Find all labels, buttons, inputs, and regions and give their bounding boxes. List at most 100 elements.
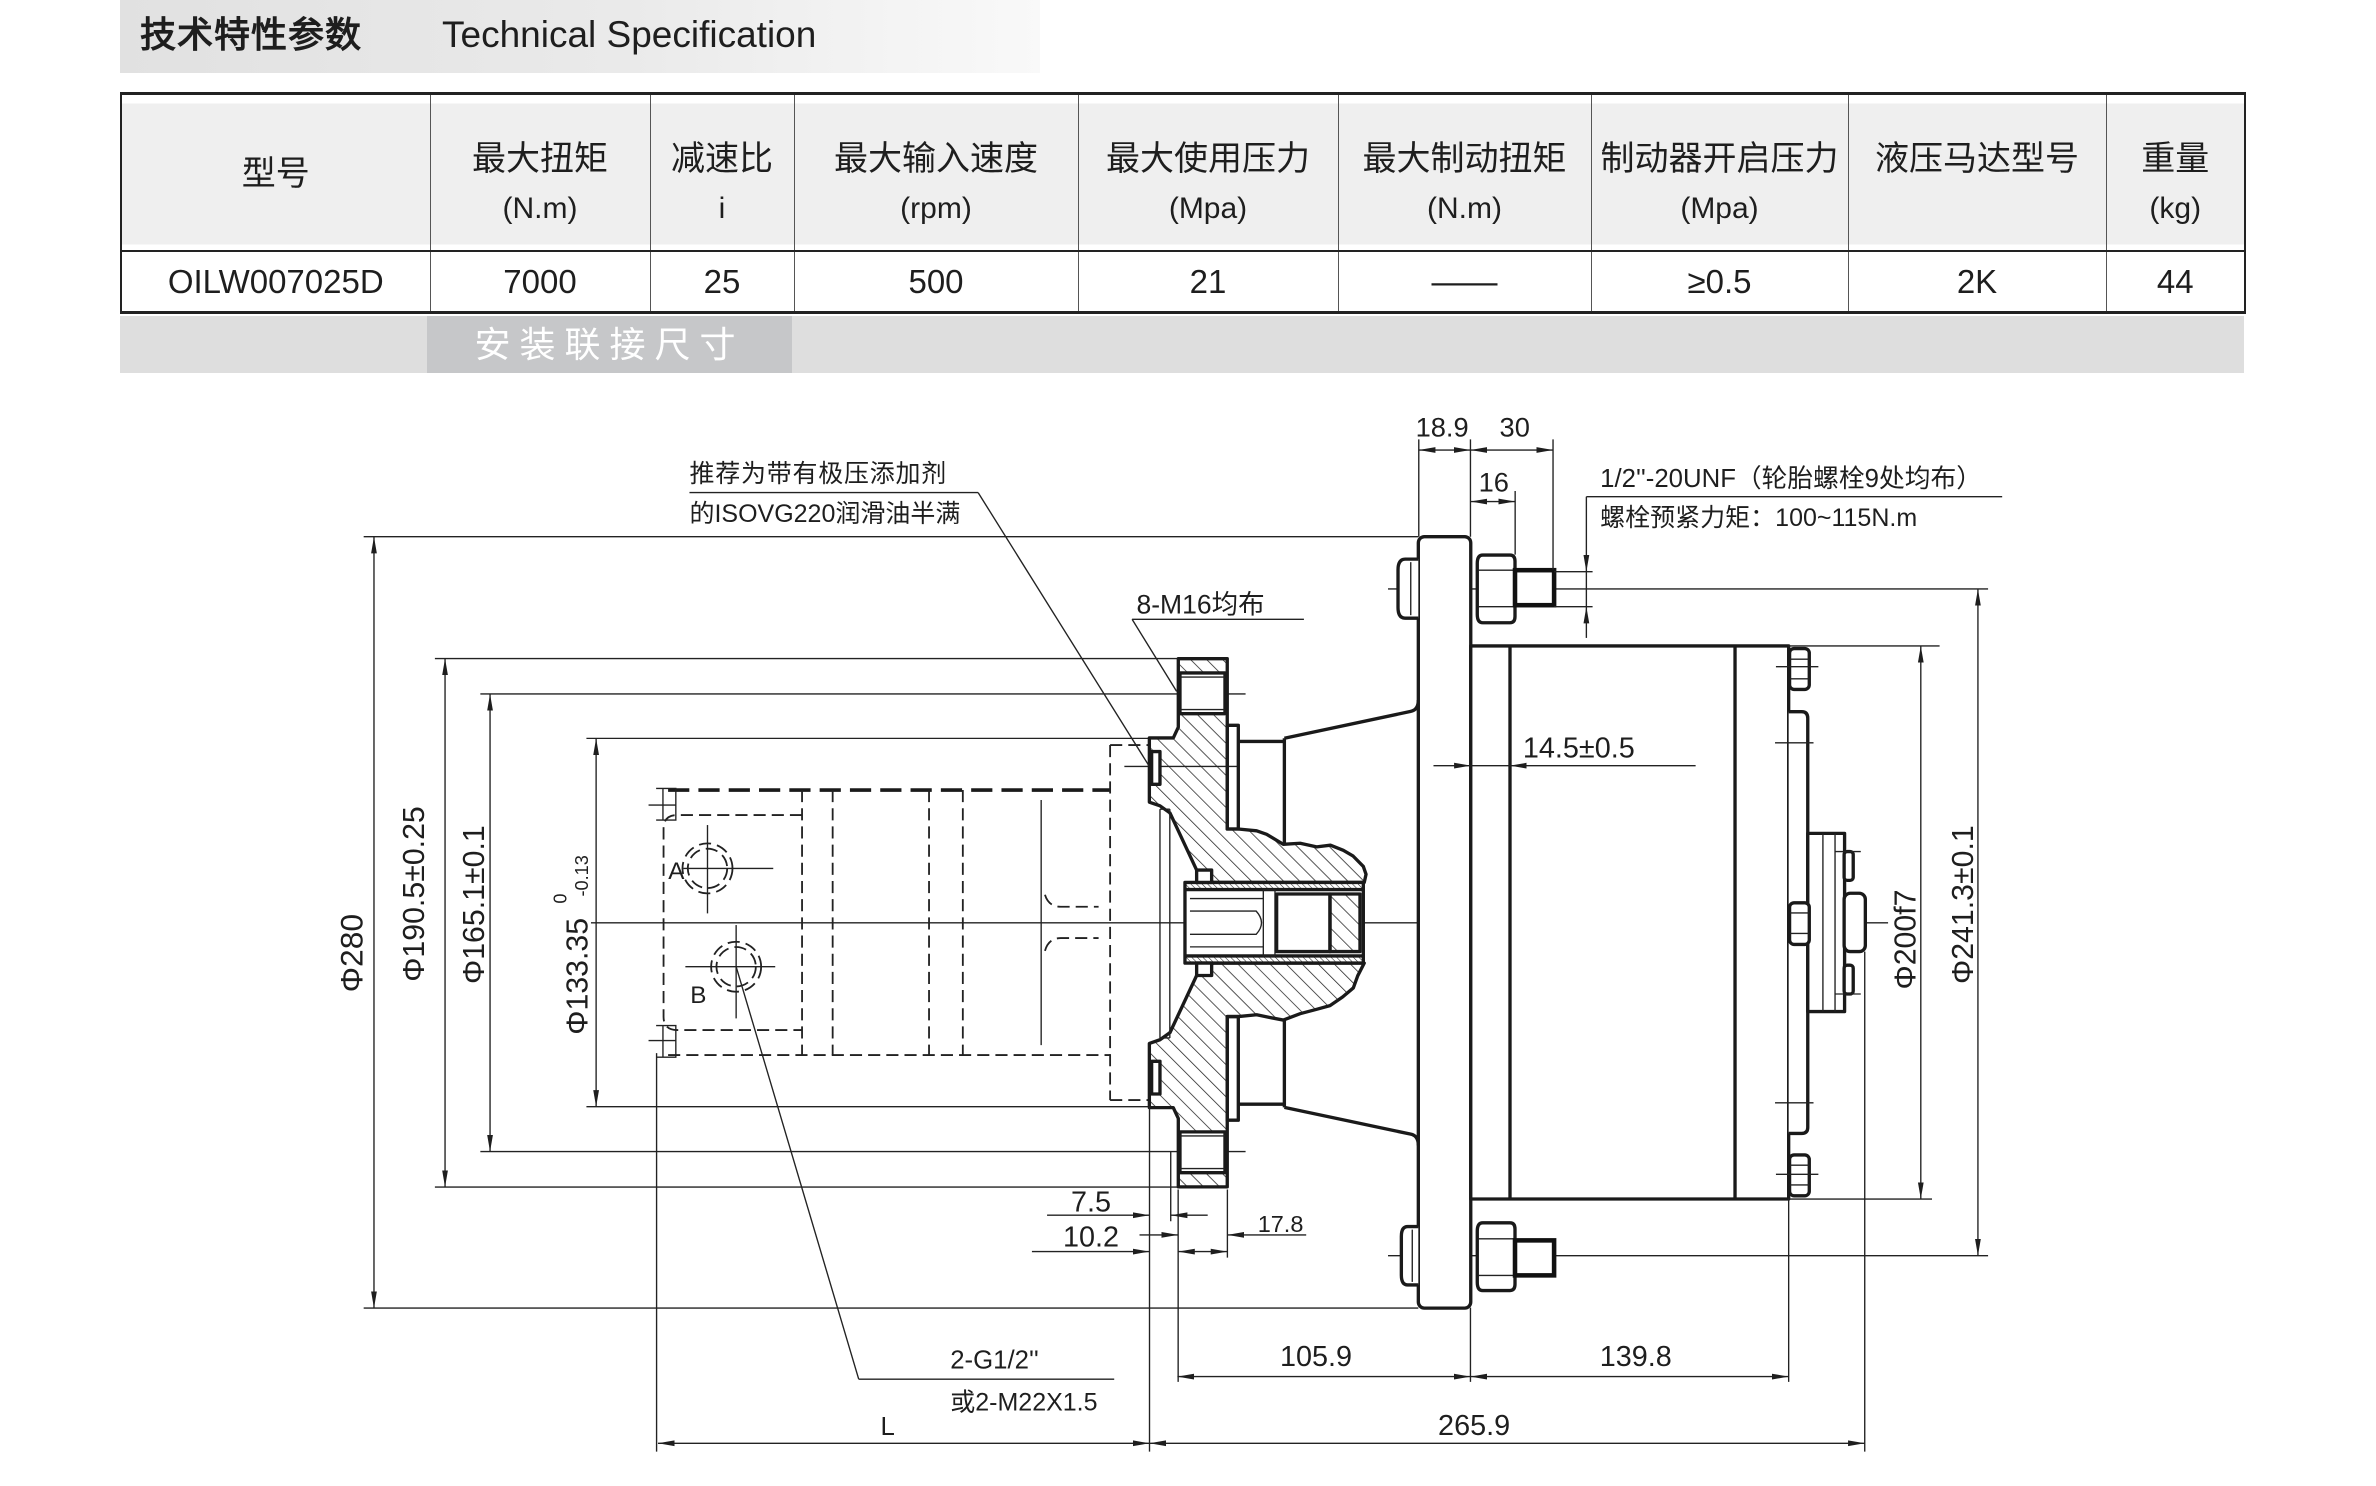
dim-label-d200f7: Φ200f7 (1889, 889, 1922, 989)
bolt-facets (1789, 1164, 1810, 1186)
installation-section-title: 安装联接尺寸 (427, 316, 792, 373)
ports-spec-line2: 或2-M22X1.5 (950, 1389, 1097, 1417)
column-label: 液压马达型号 (1875, 140, 2079, 178)
port-a: A (668, 825, 774, 914)
dim-label-105-9: 105.9 (1280, 1341, 1352, 1373)
column-header-brake-release-pressure: 制动器开启压力 (Mpa) (1590, 93, 1849, 251)
port-callout-leader (735, 966, 860, 1380)
motor-shaft-seal (1044, 894, 1099, 952)
column-header-motor-model: 液压马达型号 (1847, 93, 2107, 251)
table-row: OILW007025D 7000 25 500 21 —— ≥0.5 2K 44 (120, 250, 2246, 313)
end-cover-screw (1842, 849, 1855, 883)
column-unit: (Mpa) (1168, 192, 1248, 225)
ring-face-top (1225, 723, 1240, 831)
lubricant-note-line2: 的ISOVG220润滑油半满 (689, 500, 960, 528)
column-header-max-torque: 最大扭矩 (N.m) (429, 93, 651, 251)
cell-model: OILW007025D (120, 250, 431, 313)
end-cover-hub (1806, 831, 1847, 1014)
sleeve-key-top (1194, 868, 1214, 885)
bottom-dimensions: 7.5 10.2 17.8 105.9 139.8 265.9 L (655, 951, 1866, 1452)
top-dimensions: 18.9 30 16 (1416, 411, 1554, 570)
sleeve-key-bottom (1194, 961, 1214, 978)
left-diameter-dimensions: Φ280 Φ190.5±0.25 Φ165.1±0.1 Φ133.35 0 -0… (334, 536, 1419, 1309)
dim-label-139-8: 139.8 (1600, 1341, 1672, 1373)
end-cover-hub-lines (1822, 833, 1836, 1012)
column-label: 制动器开启压力 (1600, 140, 1839, 178)
end-cover-bolt-middle (1787, 901, 1811, 947)
wheel-flange (1396, 535, 1557, 1310)
brake-housing (1469, 644, 1791, 1201)
cell-max-brake-torque: —— (1337, 250, 1592, 313)
cell-max-pressure: 21 (1077, 250, 1339, 313)
wheel-stud-bottom (1512, 1238, 1557, 1278)
column-label: 最大输入速度 (834, 140, 1038, 178)
dimension-14-5: 14.5±0.5 (1433, 733, 1696, 769)
wheel-nut-facets (1478, 569, 1515, 608)
motor-cap-bracket-top (648, 787, 677, 821)
column-unit: (rpm) (900, 192, 972, 225)
cell-max-torque: 7000 (429, 250, 651, 313)
dim-label-d190: Φ190.5±0.25 (398, 806, 431, 982)
sleeve-hatch-bottom (1186, 956, 1362, 963)
port-callout: 2-G1/2'' 或2-M22X1.5 (735, 966, 1115, 1417)
spigot-bore-lines (1159, 808, 1171, 1039)
column-unit: (N.m) (502, 192, 578, 225)
dim-label-d133-lower-tol: -0.13 (572, 855, 592, 896)
sleeve-plug (1328, 892, 1362, 954)
right-diameter-dimensions: Φ200f7 Φ241.3±0.1 (1788, 588, 1981, 1256)
end-cover-screw (1842, 963, 1855, 996)
cell-brake-release-pressure: ≥0.5 (1590, 250, 1849, 313)
dim-label-18-9: 18.9 (1416, 411, 1469, 442)
top-ext-lines (1418, 439, 1554, 570)
port-a-label: A (668, 858, 685, 885)
port-b: B (685, 925, 776, 1019)
page-title-en: Technical Specification (442, 14, 817, 55)
key-top (1149, 749, 1162, 786)
sleeve-cavity (1274, 892, 1332, 954)
cell-weight: 44 (2105, 250, 2246, 313)
end-cover (1775, 646, 1868, 1198)
housing-cone-bottom (1284, 1105, 1420, 1146)
column-label: 最大使用压力 (1106, 140, 1310, 178)
wheel-nut-facets (1478, 1238, 1515, 1277)
dim-label-16: 16 (1479, 467, 1509, 498)
end-cover-bolt-top (1787, 646, 1811, 692)
column-header-ratio: 减速比 i (649, 93, 795, 251)
installation-section-bar: 安装联接尺寸 (120, 316, 2244, 373)
wheel-bolts-spec: 1/2''-20UNF（轮胎螺栓9处均布） (1600, 464, 1982, 493)
wheel-bolt-head-top (1396, 557, 1419, 620)
ports-spec-line1: 2-G1/2'' (950, 1346, 1039, 1374)
end-cover-bolt-bottom (1787, 1153, 1811, 1198)
spec-table: 型号 最大扭矩 (N.m) 减速比 i 最大输入速度 (rpm) 最大使用压力 … (120, 92, 2246, 314)
motor-port-block (662, 814, 803, 1031)
m16-hole-bottom (1178, 1130, 1227, 1175)
sleeve-hatch-top (1186, 883, 1362, 890)
column-unit: (Mpa) (1680, 192, 1759, 225)
dim-label-7-5: 7.5 (1071, 1187, 1111, 1219)
wheel-flange-body (1416, 535, 1473, 1310)
end-cover-center-ticks (1775, 666, 1861, 1175)
column-label: 重量 (2141, 140, 2210, 178)
end-cover-boss (1842, 891, 1868, 954)
motor-mount-flange (1109, 744, 1151, 1101)
column-label: 最大扭矩 (472, 140, 608, 178)
dim-label-10-2: 10.2 (1063, 1222, 1119, 1254)
mount-bolts-leader (1131, 618, 1178, 692)
gearbox-callouts: 推荐为带有极压添加剂 的ISOVG220润滑油半满 8-M16均布 (689, 460, 1304, 767)
spec-table-header-row: 型号 最大扭矩 (N.m) 减速比 i 最大输入速度 (rpm) 最大使用压力 … (120, 93, 2246, 251)
bolt-torque-note: 螺栓预紧力矩：100~115N.m (1600, 504, 1917, 532)
column-label: 最大制动扭矩 (1362, 140, 1567, 178)
column-header-max-input-speed: 最大输入速度 (rpm) (793, 93, 1079, 251)
column-header-max-pressure: 最大使用压力 (Mpa) (1077, 93, 1339, 251)
brake-housing-body (1469, 644, 1791, 1201)
dim-label-d241: Φ241.3±0.1 (1947, 825, 1980, 984)
dim-label-d165: Φ165.1±0.1 (458, 825, 491, 984)
m16-hole-top (1178, 671, 1227, 716)
end-cover-bolts (1787, 646, 1811, 1198)
spline-lines (1189, 897, 1264, 948)
housing-cone-top (1284, 699, 1420, 740)
bottom-ext-lines (655, 951, 1866, 1452)
dim-label-d280: Φ280 (334, 914, 370, 992)
column-label: 减速比 (671, 140, 773, 178)
section-title-bar: 技术特性参数 Technical Specification (120, 0, 1040, 73)
